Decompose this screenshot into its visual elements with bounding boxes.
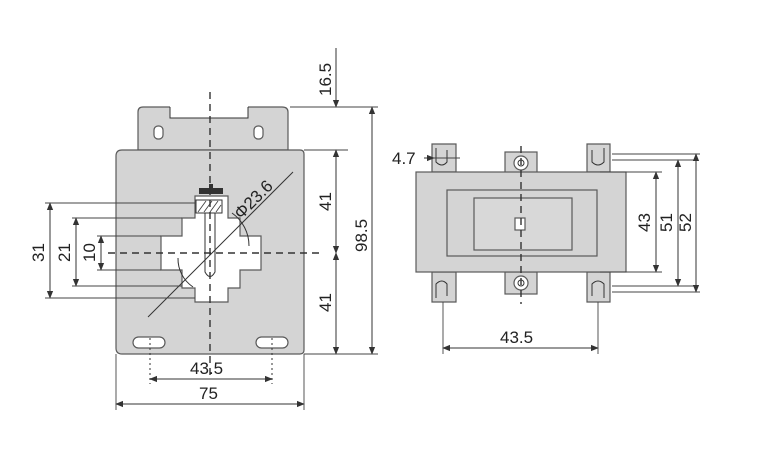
dim-height-51: 51 bbox=[657, 213, 676, 232]
clip-bottom-right bbox=[586, 271, 611, 303]
dim-height-52: 52 bbox=[676, 213, 695, 232]
clip-top-right bbox=[586, 143, 611, 173]
center-mark bbox=[514, 217, 526, 231]
dim-lower-41: 41 bbox=[316, 293, 335, 312]
dim-height-43: 43 bbox=[635, 213, 654, 232]
front-view: 16.5 41 41 98.5 31 21 10 Φ23.6 43.5 75 bbox=[29, 48, 378, 410]
slot-left bbox=[132, 336, 166, 349]
dim-mount-spacing: 43.5 bbox=[500, 328, 533, 347]
dim-window-21: 21 bbox=[55, 243, 74, 262]
dim-top-flange: 16.5 bbox=[316, 63, 335, 96]
side-view: 4.7 43 51 52 43.5 bbox=[392, 143, 700, 354]
flange-hole-right bbox=[253, 125, 264, 140]
cross-window bbox=[160, 195, 262, 303]
dim-total-width: 75 bbox=[199, 384, 218, 403]
hatched-clamp bbox=[195, 199, 223, 214]
dim-total-height: 98.5 bbox=[352, 219, 371, 252]
flange-notch bbox=[170, 104, 248, 118]
dim-clip-width: 4.7 bbox=[392, 149, 416, 168]
dim-upper-41: 41 bbox=[316, 192, 335, 211]
dim-window-10: 10 bbox=[80, 243, 99, 262]
bolt-shank bbox=[209, 184, 213, 192]
dim-slot-spacing: 43.5 bbox=[190, 359, 223, 378]
dim-window-31: 31 bbox=[29, 243, 48, 262]
flange-hole-left bbox=[153, 125, 164, 140]
